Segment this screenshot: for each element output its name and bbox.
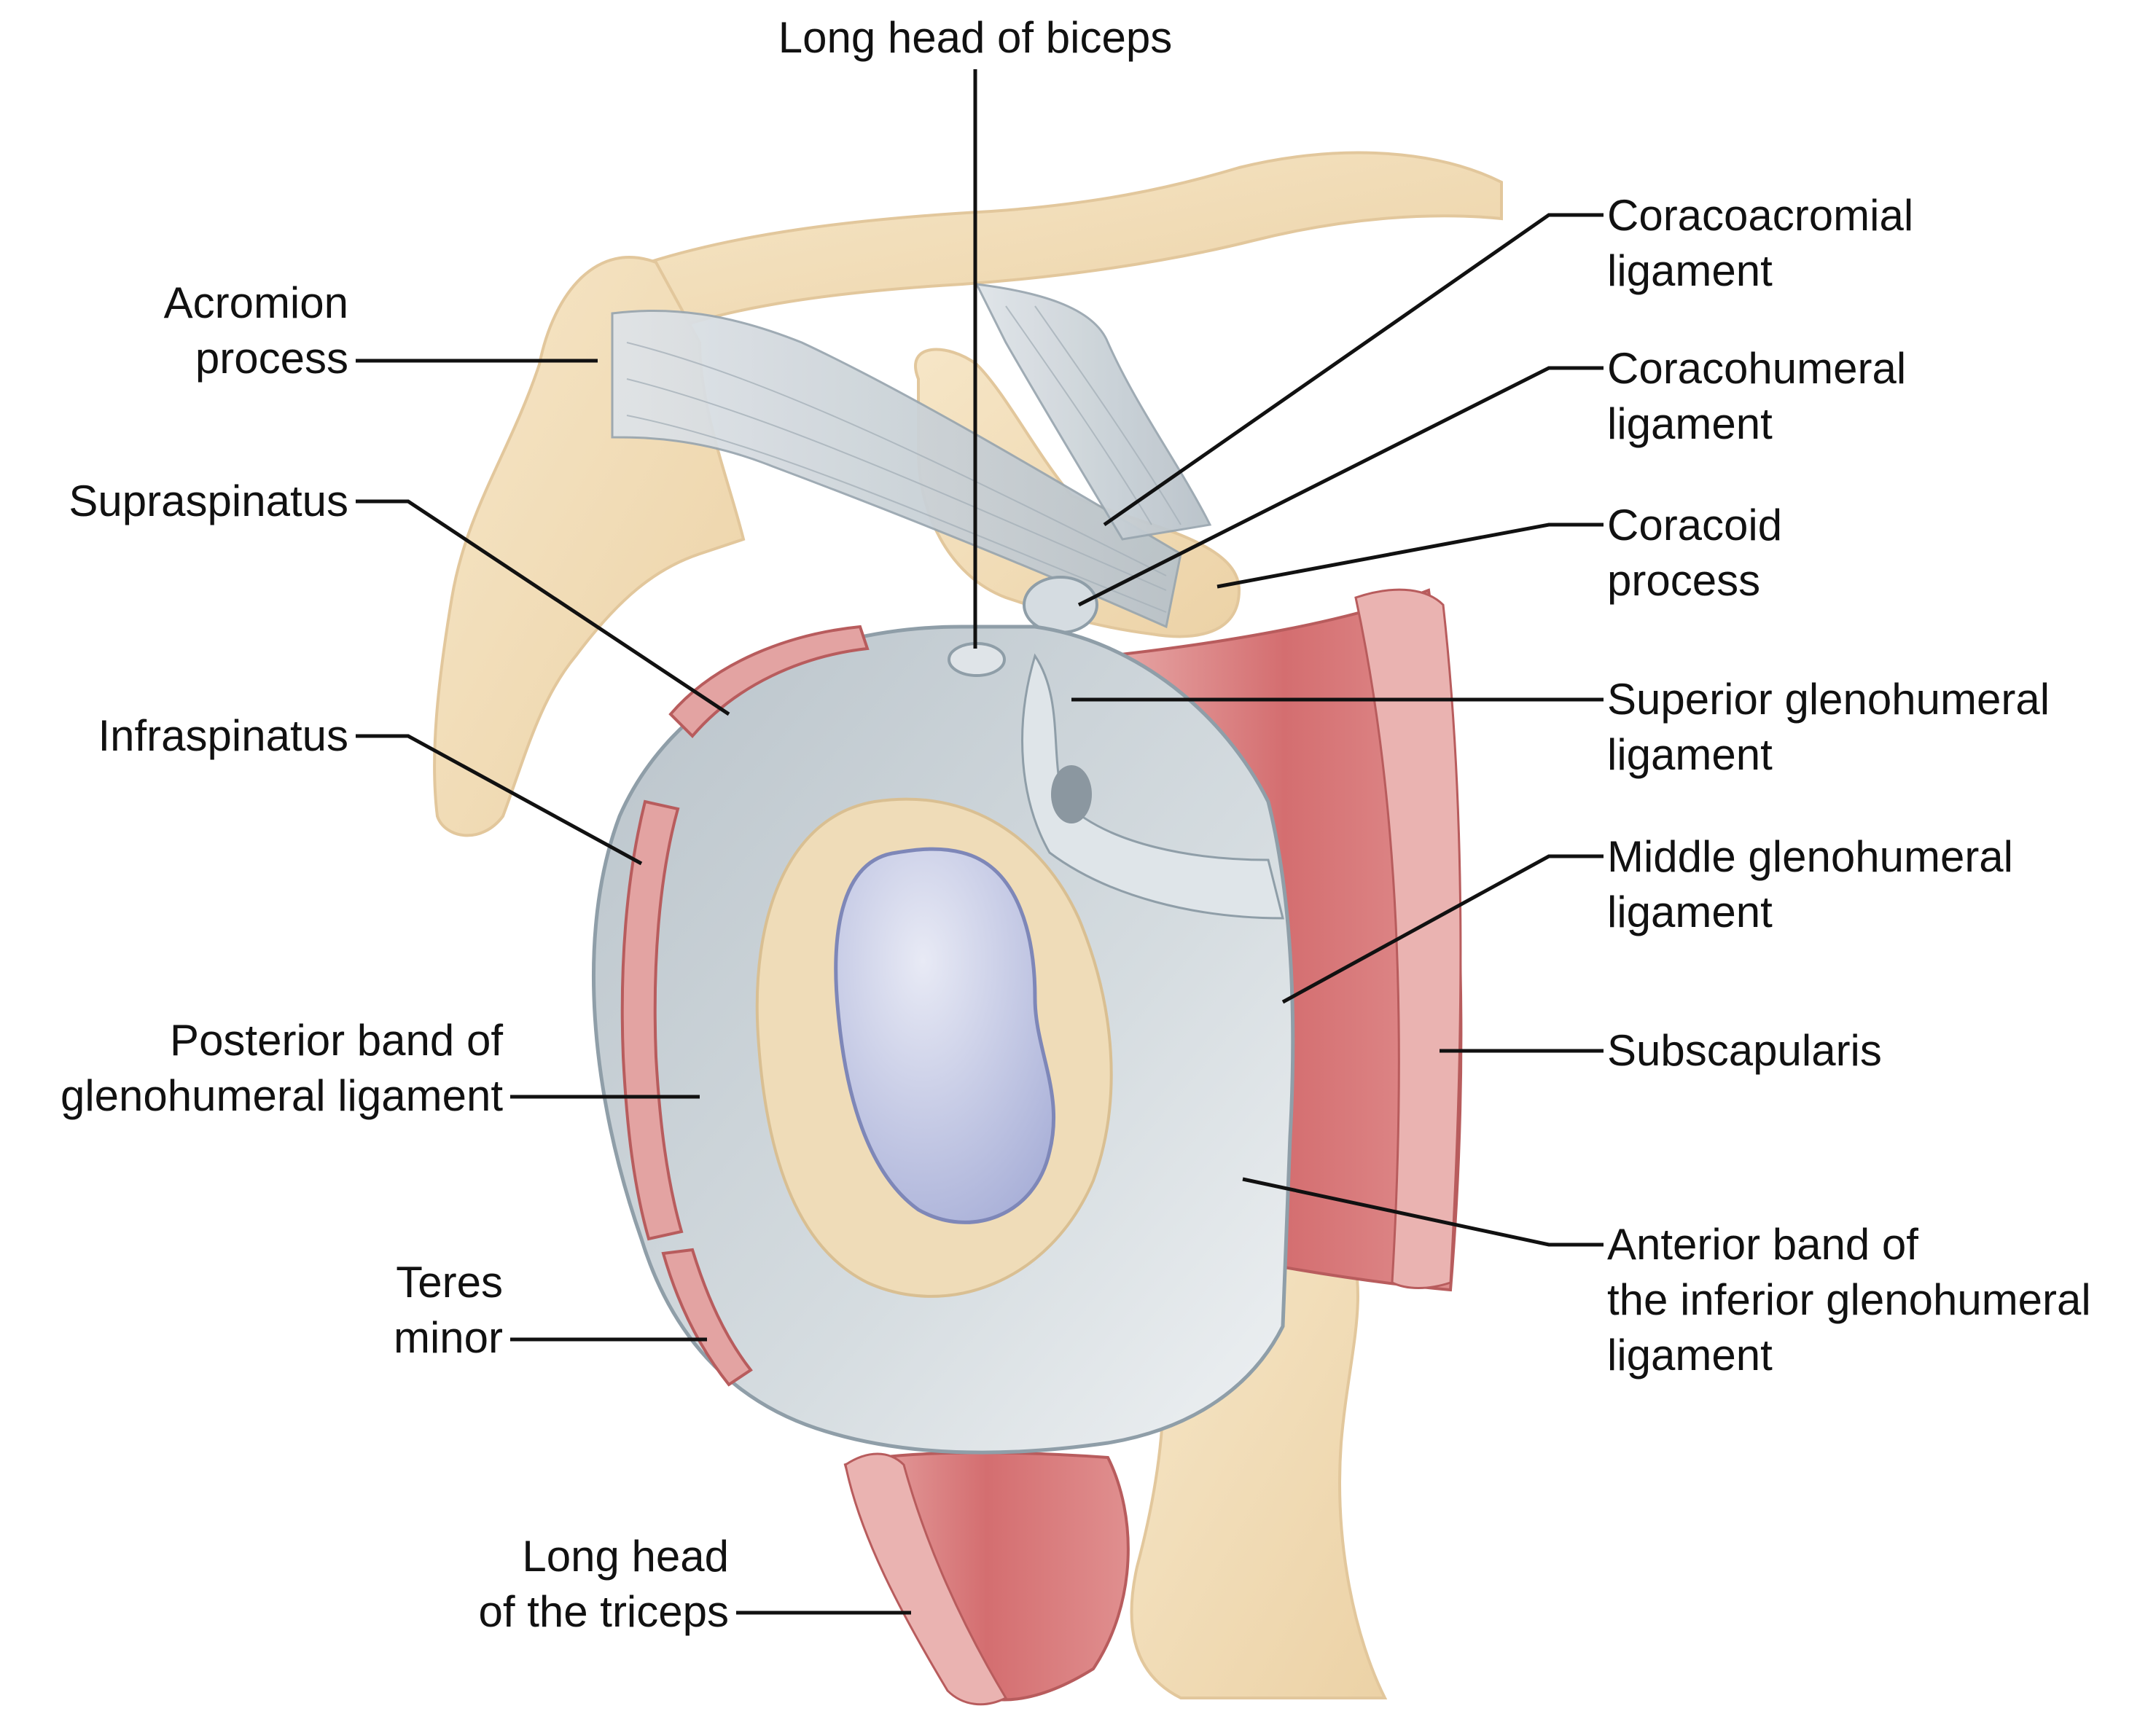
- teres-minor-muscle: [661, 1248, 753, 1387]
- clavicle-bone: [625, 151, 1503, 337]
- label-coracohumeral-ligament: Coracohumeral ligament: [1607, 344, 1907, 448]
- infraspinatus-muscle: [620, 799, 684, 1241]
- label-anterior-band: Anterior band of the inferior glenohumer…: [1607, 1220, 2091, 1380]
- label-subscapularis: Subscapularis: [1607, 1026, 1882, 1075]
- glenoid-cartilage: [834, 847, 1056, 1224]
- label-superior-glenohumeral-ligament: Superior glenohumeral ligament: [1607, 675, 2050, 779]
- label-coracoacromial-ligament: Coracoacromial ligament: [1607, 191, 1914, 295]
- capsule-opening: [1051, 765, 1092, 823]
- label-infraspinatus: Infraspinatus: [98, 711, 348, 760]
- label-middle-glenohumeral-ligament: Middle glenohumeral ligament: [1607, 832, 2013, 936]
- label-posterior-band: Posterior band of glenohumeral ligament: [60, 1016, 503, 1120]
- label-teres-minor: Teres minor: [393, 1258, 503, 1362]
- leader-lines: [356, 69, 1604, 1615]
- coracoacromial-ligament-shape: [611, 309, 1182, 629]
- coracohumeral-ligament-cut: [1023, 576, 1098, 634]
- label-coracoid-process: Coracoid process: [1607, 501, 1783, 605]
- label-supraspinatus: Supraspinatus: [69, 477, 348, 525]
- triceps-cut-edge: [844, 1452, 1008, 1706]
- subscapularis-cut-edge: [1354, 588, 1462, 1289]
- ligament-fibers: [626, 305, 1181, 613]
- label-acromion-process: Acromion process: [163, 278, 348, 383]
- label-long-head-biceps: Long head of biceps: [778, 13, 1173, 62]
- label-long-head-triceps: Long head of the triceps: [478, 1532, 729, 1636]
